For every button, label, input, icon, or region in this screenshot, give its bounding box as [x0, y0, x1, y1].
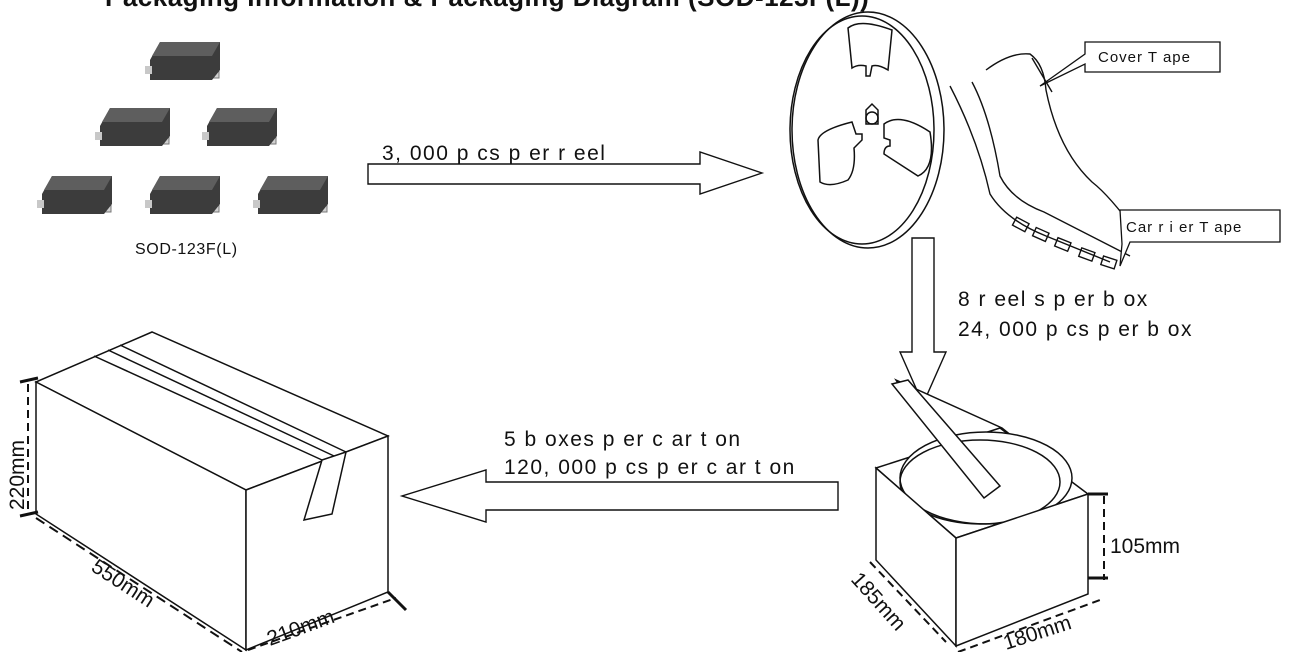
pcs-per-box-label: 24, 000 p cs p er b ox [958, 318, 1193, 341]
reel [789, 11, 945, 249]
tape-strip [949, 53, 1137, 270]
arrow-left [399, 469, 839, 523]
per-reel-label: 3, 000 p cs p er r eel [382, 142, 606, 165]
cover-tape-label: Cover T ape [1098, 49, 1191, 66]
carton-height: 220mm [6, 440, 29, 510]
inner-box-height: 105mm [1110, 535, 1180, 558]
pcs-per-carton-label: 120, 000 p cs p er c ar t on [504, 456, 796, 479]
inner-box-dimensions [869, 492, 1108, 653]
boxes-per-carton-label: 5 b oxes p er c ar t on [504, 428, 742, 451]
component-2 [95, 108, 170, 146]
arrow-down [898, 237, 948, 406]
carton [34, 331, 390, 652]
component-4 [37, 176, 112, 214]
carton-dimensions [19, 376, 408, 653]
component-3 [202, 108, 277, 146]
cover-tape-callout: Cover T ape [1039, 41, 1221, 87]
carrier-pockets [1011, 216, 1118, 270]
component-5 [145, 176, 220, 214]
package-label: SOD-123F(L) [135, 241, 238, 258]
carrier-tape-callout: Car r i er T ape [1119, 209, 1281, 267]
carrier-tape-label: Car r i er T ape [1126, 219, 1242, 236]
component-6 [253, 176, 328, 214]
component-1 [145, 42, 220, 80]
inner-box [874, 378, 1090, 648]
reels-per-box-label: 8 r eel s p er b ox [958, 288, 1149, 311]
component-group [37, 42, 328, 214]
arrow-right [367, 151, 765, 195]
diagram-title: Packaging Information & Packaging Diagra… [105, 0, 869, 12]
